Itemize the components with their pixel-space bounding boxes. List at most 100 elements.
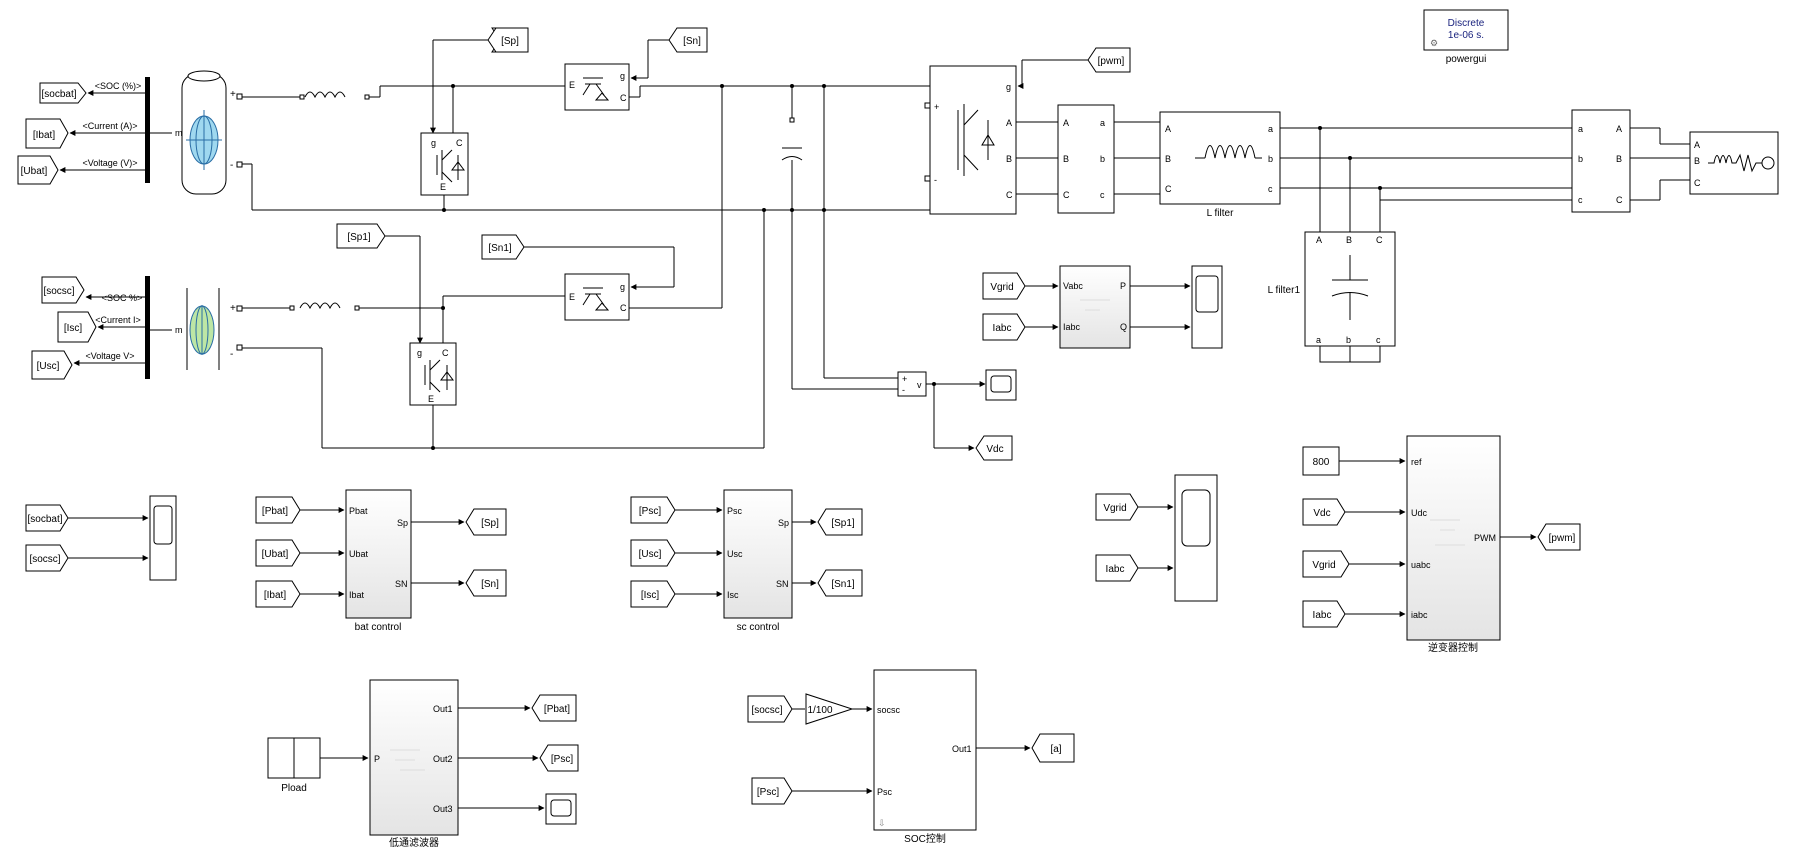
sc-goto-usc[interactable]: [Usc] <box>31 350 73 380</box>
sc-control-block[interactable]: Psc Usc Isc Sp SN <box>723 489 793 619</box>
grid-source-block[interactable]: A B C <box>1689 131 1779 195</box>
goto-pbat[interactable]: [Pbat] <box>531 694 577 722</box>
from-vgrid-scope[interactable]: Vgrid <box>1095 493 1139 521</box>
powergui-line1: Discrete <box>1448 18 1485 29</box>
svg-text:Iabc: Iabc <box>1106 564 1125 575</box>
svg-text:[Isc]: [Isc] <box>641 590 660 601</box>
igbt-sc-high[interactable]: E g C <box>564 273 630 321</box>
from-usc-ctrl[interactable]: [Usc] <box>630 539 676 567</box>
igbt-bat-high[interactable]: E g C <box>564 63 630 111</box>
svg-text:Psc: Psc <box>727 506 743 516</box>
three-phase-connector-1[interactable]: A B C a b c <box>1057 104 1115 214</box>
gain-block[interactable]: 1/100 <box>805 693 854 725</box>
powergui-block[interactable]: Discrete 1e-06 s. powergui ⚙ <box>1423 9 1509 65</box>
lowpass-filter-block[interactable]: P Out1 Out2 Out3 <box>369 679 459 836</box>
goto-vdc[interactable]: Vdc <box>975 435 1013 461</box>
goto-sn1[interactable]: [Sn1] <box>817 569 863 597</box>
l-filter-label: L filter <box>1207 208 1235 219</box>
svg-text:Ubat: Ubat <box>349 549 369 559</box>
svg-text:Out1: Out1 <box>433 704 453 714</box>
svg-text:800: 800 <box>1313 457 1330 468</box>
svg-text:g: g <box>620 71 625 81</box>
battery-goto-socbat[interactable]: [socbat] <box>39 82 87 104</box>
battery-inductor[interactable] <box>299 91 370 100</box>
bat-control-block[interactable]: Pbat Ubat Ibat Sp SN <box>345 489 412 619</box>
svg-text:b: b <box>1100 154 1105 164</box>
svg-text:B: B <box>1694 156 1700 166</box>
svg-text:[Pbat]: [Pbat] <box>262 506 288 517</box>
sc-goto-socsc[interactable]: [socsc] <box>41 276 85 304</box>
svg-text:Vgrid: Vgrid <box>1312 560 1335 571</box>
scope-pq[interactable] <box>1191 265 1223 349</box>
svg-text:Iabc: Iabc <box>1063 322 1081 332</box>
from-sn1[interactable]: [Sn1] <box>481 234 525 260</box>
battery-goto-ubat[interactable]: [Ubat] <box>17 155 59 185</box>
svg-text:B: B <box>1165 154 1171 164</box>
from-sp1[interactable]: [Sp1] <box>336 223 386 249</box>
svg-text:C: C <box>1165 184 1172 194</box>
svg-text:b: b <box>1268 154 1273 164</box>
scope-vdc[interactable] <box>985 369 1017 401</box>
scope-soc[interactable] <box>149 495 177 581</box>
sc-goto-isc[interactable]: [Isc] <box>57 311 97 343</box>
battery-block[interactable]: + - <box>181 70 236 195</box>
from-pbat[interactable]: [Pbat] <box>255 496 301 524</box>
from-socsc-scope[interactable]: [socsc] <box>25 544 69 572</box>
svg-text:[Psc]: [Psc] <box>639 506 661 517</box>
goto-sp[interactable]: [Sp] <box>465 508 507 536</box>
from-iabc-ctrl[interactable]: Iabc <box>1302 600 1346 628</box>
arrow-down-icon: ⇩ <box>878 818 886 828</box>
from-pwm[interactable]: [pwm] <box>1087 47 1131 73</box>
from-ibat[interactable]: [Ibat] <box>255 580 301 608</box>
inverter-control-block[interactable]: ref Udc uabc iabc PWM <box>1406 435 1501 641</box>
l-filter-block[interactable]: A B C a b c <box>1159 111 1281 205</box>
svg-text:[Ibat]: [Ibat] <box>264 590 286 601</box>
three-phase-connector-2[interactable]: a b c A B C <box>1571 109 1631 213</box>
from-isc-ctrl[interactable]: [Isc] <box>630 580 676 608</box>
scope-lowpass[interactable] <box>545 793 577 825</box>
supercapacitor-block[interactable]: + - <box>186 288 236 370</box>
from-sp[interactable]: [Sp] <box>487 27 529 53</box>
from-psc-soc[interactable]: [Psc] <box>751 777 793 805</box>
from-socbat-scope[interactable]: [socbat] <box>25 504 69 532</box>
svg-text:<Current I>: <Current I> <box>95 315 141 325</box>
from-iabc-scope[interactable]: Iabc <box>1095 554 1139 582</box>
svg-text:B: B <box>1006 154 1012 164</box>
from-socsc-soc[interactable]: [socsc] <box>747 695 793 723</box>
battery-goto-ibat[interactable]: [Ibat] <box>25 118 69 149</box>
l-filter1-block[interactable]: A B C a b c <box>1304 231 1396 347</box>
from-vdc-ctrl[interactable]: Vdc <box>1302 498 1346 526</box>
scope-grid[interactable] <box>1174 474 1218 602</box>
goto-sn[interactable]: [Sn] <box>465 569 507 597</box>
goto-pwm[interactable]: [pwm] <box>1537 523 1581 551</box>
const-800[interactable]: 800 <box>1302 446 1340 476</box>
voltage-measurement-vdc[interactable]: + - v <box>897 371 927 397</box>
pq-calculation-block[interactable]: Vabc Iabc P Q <box>1059 265 1131 349</box>
sc-inductor[interactable] <box>289 302 360 311</box>
from-ubat[interactable]: [Ubat] <box>255 539 301 567</box>
svg-text:Usc: Usc <box>727 549 743 559</box>
sc-bus-selector[interactable] <box>145 276 150 379</box>
goto-sp1[interactable]: [Sp1] <box>817 508 863 536</box>
pload-block[interactable] <box>267 737 321 779</box>
svg-text:C: C <box>442 348 449 358</box>
svg-text:[Psc]: [Psc] <box>551 754 573 765</box>
goto-psc[interactable]: [Psc] <box>539 744 579 772</box>
svg-text:[Sp1]: [Sp1] <box>347 232 371 243</box>
from-vgrid-pq[interactable]: Vgrid <box>982 272 1026 300</box>
igbt-sc-low[interactable]: g C E <box>409 342 457 406</box>
inverter-bridge[interactable]: + - g A B C <box>929 65 1017 215</box>
svg-text:B: B <box>1346 235 1352 245</box>
from-sn[interactable]: [Sn] <box>668 27 708 53</box>
battery-bus-selector[interactable] <box>145 77 150 183</box>
svg-text:C: C <box>620 303 627 313</box>
from-iabc-pq[interactable]: Iabc <box>982 313 1026 341</box>
from-vgrid-ctrl[interactable]: Vgrid <box>1302 550 1350 578</box>
goto-a[interactable]: [a] <box>1031 733 1075 763</box>
dc-link-capacitor[interactable] <box>781 86 803 210</box>
igbt-bat-low[interactable]: g C E <box>420 132 469 196</box>
from-psc-ctrl[interactable]: [Psc] <box>630 496 676 524</box>
svg-text:C: C <box>1063 190 1070 200</box>
soc-control-block[interactable]: socsc Psc Out1 ⇩ <box>873 669 977 831</box>
